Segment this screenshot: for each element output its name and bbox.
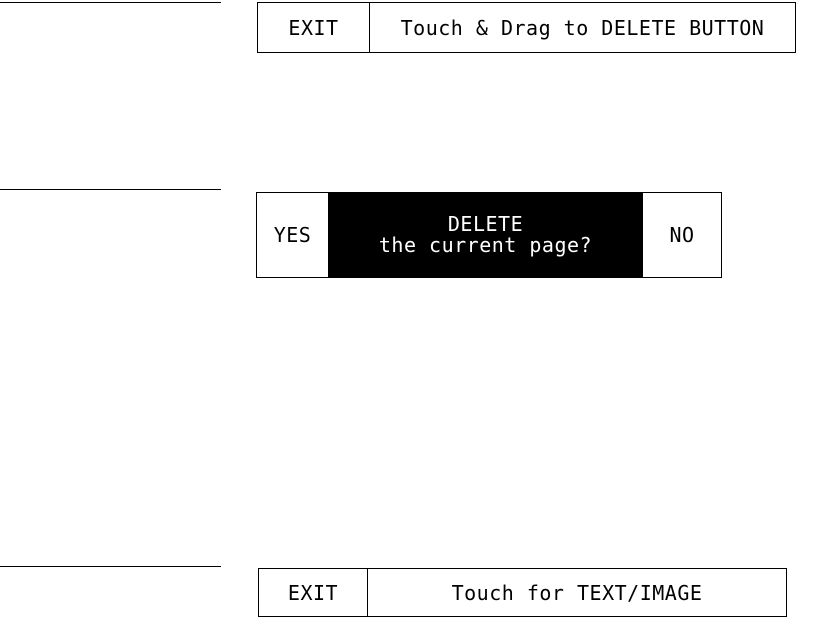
divider-line-middle [0,189,221,190]
delete-confirm-message: DELETE the current page? [328,193,643,277]
top-toolbar: EXIT Touch & Drag to DELETE BUTTON [257,2,796,53]
instruction-label: Touch & Drag to DELETE BUTTON [400,15,765,40]
exit-button[interactable]: EXIT [258,3,370,52]
bottom-toolbar: EXIT Touch for TEXT/IMAGE [258,568,787,617]
delete-confirm-dialog: YES DELETE the current page? NO [256,192,722,278]
divider-line-top [0,2,221,3]
no-button[interactable]: NO [669,223,695,247]
instruction-label: Touch for TEXT/IMAGE [451,580,703,605]
delete-confirm-question: the current page? [378,233,593,257]
divider-line-bottom [0,566,221,567]
delete-confirm-title: DELETE [447,212,524,236]
yes-button[interactable]: YES [273,223,312,247]
exit-button[interactable]: EXIT [259,569,368,616]
